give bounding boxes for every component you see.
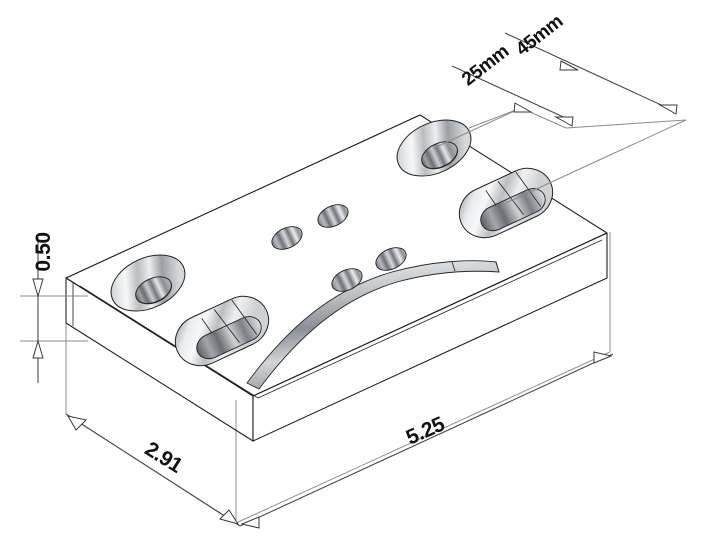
dimension-45mm: 45mm bbox=[504, 11, 687, 168]
curved-relief-channel bbox=[246, 260, 500, 390]
arrow-25mm-start bbox=[513, 102, 533, 113]
arrow-length-start bbox=[240, 516, 260, 529]
arrow-45mm-start bbox=[559, 60, 579, 71]
dimension-length-label: 5.25 bbox=[403, 412, 449, 449]
arrow-depth-end bbox=[219, 509, 240, 525]
arrow-length-end bbox=[593, 351, 613, 364]
mounting-plate-solid bbox=[65, 114, 608, 442]
dimension-depth-label: 2.91 bbox=[141, 437, 187, 478]
dimension-45mm-label: 45mm bbox=[512, 11, 567, 60]
dimension-depth: 2.91 bbox=[65, 413, 241, 527]
left-band-scribe bbox=[79, 285, 259, 399]
arrow-25mm-end bbox=[554, 116, 574, 127]
arrow-45mm-end bbox=[658, 104, 678, 115]
counterbored-slot-front-left bbox=[174, 295, 270, 367]
arrow-depth-start bbox=[67, 415, 87, 431]
dimension-25mm-label: 25mm bbox=[458, 41, 513, 90]
plate-top-face bbox=[65, 114, 608, 397]
dimension-length: 5.25 bbox=[239, 351, 614, 529]
arrow-height-top bbox=[32, 278, 44, 298]
arrow-height-bottom bbox=[32, 339, 44, 359]
thru-hole-2 bbox=[271, 226, 303, 250]
thru-hole-1 bbox=[317, 204, 349, 228]
front-band-scribe bbox=[257, 239, 603, 399]
thru-hole-4 bbox=[331, 268, 363, 292]
dimension-height-label: 0.50 bbox=[32, 232, 55, 271]
dimension-height: 0.50 bbox=[20, 232, 88, 383]
thru-hole-3 bbox=[375, 247, 407, 271]
countersunk-hole-rear-left bbox=[110, 254, 186, 312]
